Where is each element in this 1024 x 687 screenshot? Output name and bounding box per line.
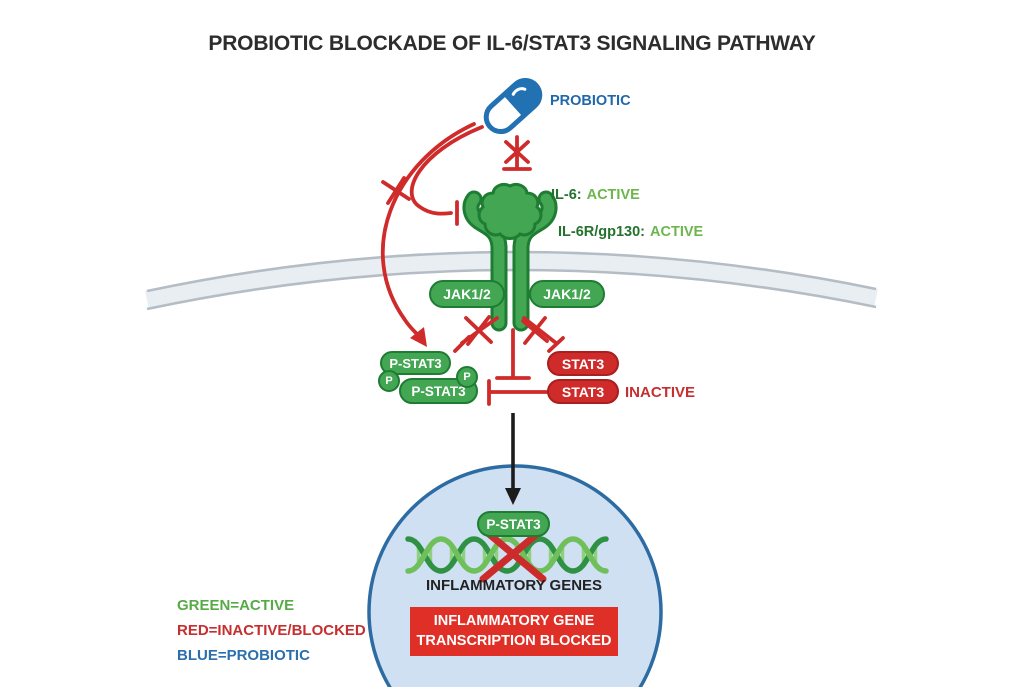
membrane-bottom-edge — [146, 268, 877, 311]
il6-ligand-icon — [477, 182, 543, 240]
legend-item-red: RED=INACTIVE/BLOCKED — [177, 622, 366, 639]
probiotic-to-receptor-inhibition — [409, 125, 484, 226]
curved-inhibition-line — [409, 125, 484, 216]
inflammatory-genes-label: INFLAMMATORY GENES — [425, 577, 603, 594]
probiotic-to-pstat3-arrow — [380, 122, 476, 347]
receptor-chain-left-fill — [465, 193, 505, 329]
probiotic-label: PROBIOTIC — [550, 93, 631, 109]
blocked-x-stroke — [479, 525, 547, 583]
jak-pill-right: JAK1/2 — [529, 280, 605, 308]
curved-arrow-line — [380, 122, 476, 335]
blocked-genes-x-icon — [479, 525, 547, 583]
receptor-chain-right-fill — [515, 193, 555, 329]
jak-to-stat3-blocked-right — [521, 316, 565, 353]
receptor-to-stat3-inhibition — [495, 328, 531, 380]
phospho-badge-left: P — [378, 370, 400, 392]
stat3-to-pstat3-inhibition — [487, 379, 549, 406]
legend-item-blue: BLUE=PROBIOTIC — [177, 647, 310, 664]
jak-pill-left: JAK1/2 — [429, 280, 505, 308]
capsule-filled-half — [503, 80, 540, 117]
nucleus-pstat3-pill: P-STAT3 — [477, 511, 550, 537]
blocked-x-icon — [466, 315, 491, 346]
il6r-label: IL-6R/gp130: — [558, 224, 646, 240]
down-arrow-icon — [505, 413, 521, 505]
membrane-band — [145, 251, 878, 310]
blocked-x-icon — [504, 140, 530, 164]
jak-to-pstat3-blocked-left — [453, 315, 499, 353]
transcription-blocked-banner: INFLAMMATORY GENE TRANSCRIPTION BLOCKED — [410, 607, 618, 656]
inhibition-line — [522, 316, 558, 345]
probiotic-capsule-icon — [483, 77, 543, 135]
il6-state: ACTIVE — [586, 187, 640, 203]
banner-line1: INFLAMMATORY GENE — [433, 612, 595, 629]
il6-status: IL-6:ACTIVE — [551, 187, 640, 203]
inhibition-bar-icon — [453, 335, 471, 353]
blocked-x-icon — [386, 176, 406, 205]
stat3-inactive-label: INACTIVE — [625, 384, 696, 401]
phospho-badge-right: P — [456, 366, 478, 388]
stat3-pill-bottom: STAT3 — [547, 379, 619, 404]
banner-line2: TRANSCRIPTION BLOCKED — [416, 632, 612, 649]
probiotic-to-il6-inhibition — [502, 135, 532, 171]
pstat3-pill-top: P-STAT3 — [380, 351, 451, 375]
dna-strand-dark — [405, 536, 609, 574]
pstat3-pill-bottom: P-STAT3 — [399, 378, 478, 404]
arrowhead — [505, 488, 521, 505]
il6r-status: IL-6R/gp130:ACTIVE — [558, 224, 703, 240]
il6r-state: ACTIVE — [650, 224, 704, 240]
capsule-highlight — [511, 87, 527, 96]
color-legend: GREEN=ACTIVE RED=INACTIVE/BLOCKED BLUE=P… — [177, 593, 366, 668]
legend-item-green: GREEN=ACTIVE — [177, 597, 295, 614]
arrowhead — [410, 327, 427, 347]
stat3-pill-top: STAT3 — [547, 351, 619, 376]
il6-label: IL-6: — [551, 187, 582, 203]
membrane-top-edge — [146, 250, 877, 293]
page-title: PROBIOTIC BLOCKADE OF IL-6/STAT3 SIGNALI… — [208, 32, 816, 55]
il6-receptor-icon — [462, 182, 558, 332]
inhibition-bar-icon — [547, 336, 565, 353]
blocked-x-icon — [523, 316, 547, 345]
dna-helix-icon — [405, 536, 609, 574]
dna-strand-light — [405, 536, 609, 574]
membrane-icon — [145, 250, 878, 311]
